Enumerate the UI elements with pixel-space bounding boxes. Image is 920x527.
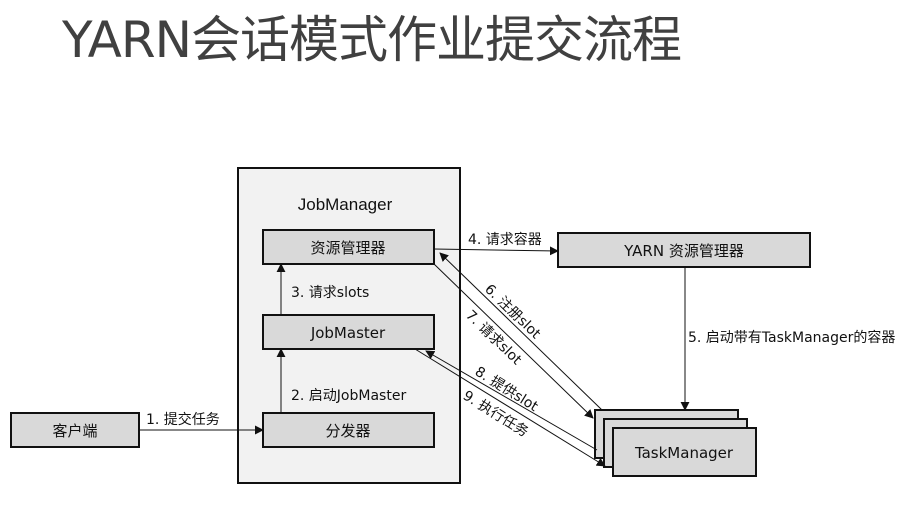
edge-7-arrow bbox=[433, 263, 594, 419]
edge-2-label: 2. 启动JobMaster bbox=[291, 388, 406, 404]
jobmanager-title: JobManager bbox=[298, 195, 393, 214]
client-box bbox=[10, 412, 140, 448]
taskmanager-label: TaskManager bbox=[634, 444, 734, 462]
dispatcher-box bbox=[262, 412, 435, 448]
page-title: YARN会话模式作业提交流程 bbox=[62, 11, 682, 69]
edge-6-arrow bbox=[439, 252, 603, 411]
dispatcher-label: 分发器 bbox=[325, 422, 370, 440]
client-label: 客户端 bbox=[52, 422, 97, 440]
edge-1-label: 1. 提交任务 bbox=[146, 411, 220, 428]
edge-5-label: 5. 启动带有TaskManager的容器 bbox=[688, 329, 895, 346]
resource-manager-box bbox=[262, 229, 435, 265]
resource-manager-label: 资源管理器 bbox=[310, 239, 385, 257]
edge-4-arrow bbox=[433, 246, 559, 256]
edge-3-label: 3. 请求slots bbox=[291, 285, 369, 301]
taskmanager-box-front bbox=[612, 427, 757, 477]
jobmaster-label: JobMaster bbox=[310, 324, 386, 342]
jobmaster-box bbox=[262, 314, 435, 350]
edge-9-arrow bbox=[414, 348, 606, 467]
edge-8-arrow bbox=[425, 350, 598, 451]
yarn-resource-manager-label: YARN 资源管理器 bbox=[623, 242, 744, 260]
yarn-resource-manager-box bbox=[557, 232, 811, 268]
edge-4-label: 4. 请求容器 bbox=[468, 231, 542, 248]
